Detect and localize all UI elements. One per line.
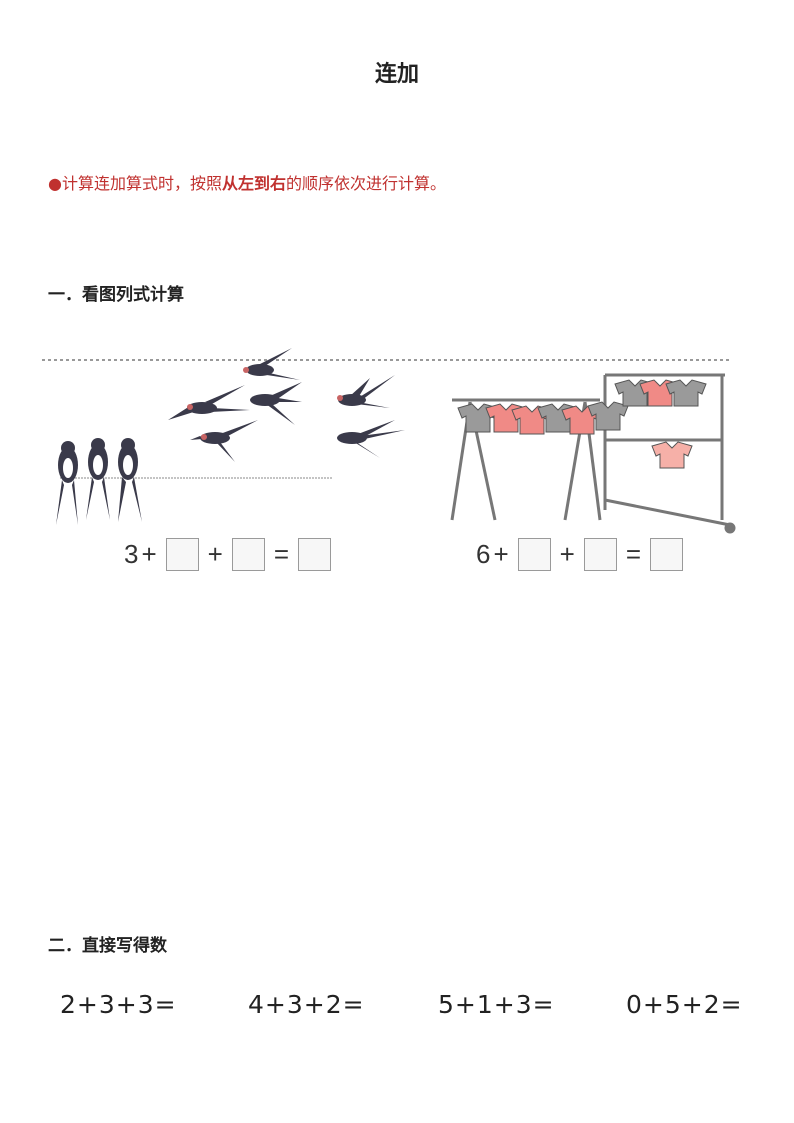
calc-row: 2+3+3= 4+3+2= 5+1+3= 0+5+2=	[0, 990, 794, 1026]
flying-swallow-6	[337, 420, 405, 458]
flying-swallow-5	[337, 375, 395, 408]
shirt-6	[587, 401, 629, 431]
flying-swallow-1	[243, 348, 300, 380]
section1-heading: 一．看图列式计算	[48, 285, 184, 305]
eq2-start: 6	[476, 539, 491, 569]
eq1-answer-box-1[interactable]	[165, 538, 199, 571]
eq2-plus-2: +	[559, 539, 575, 569]
flying-swallow-3	[250, 382, 302, 425]
eq2-answer-box-3[interactable]	[650, 538, 684, 571]
calc-problem-3: 5+1+3=	[438, 990, 555, 1019]
section2-heading: 二．直接写得数	[48, 936, 167, 956]
calc-problem-2: 4+3+2=	[248, 990, 365, 1019]
perched-swallow-1	[56, 441, 78, 525]
flying-swallow-4	[190, 420, 258, 462]
picture-scene	[42, 348, 736, 534]
equation-birds: 3 + + =	[124, 538, 337, 571]
shirt-10	[651, 441, 693, 469]
eq1-equals: =	[273, 539, 290, 569]
eq2-plus-1: +	[493, 539, 509, 569]
flying-swallow-2	[168, 385, 250, 420]
tip-line: ●计算连加算式时，按照从左到右的顺序依次进行计算。	[48, 170, 446, 194]
tip-bullet: ●	[48, 174, 62, 193]
eq1-answer-box-3[interactable]	[298, 538, 332, 571]
eq1-start: 3	[124, 539, 139, 569]
calc-problem-1: 2+3+3=	[60, 990, 177, 1019]
page-title: 连加	[374, 62, 419, 87]
tip-text-before: 计算连加算式时，按照	[61, 174, 222, 193]
equation-clothes: 6 + + =	[476, 538, 689, 571]
eq1-answer-box-2[interactable]	[231, 538, 265, 571]
tip-text-after: 的顺序依次进行计算。	[286, 174, 447, 193]
tip-highlight: 从左到右	[221, 174, 286, 193]
eq2-equals: =	[625, 539, 642, 569]
eq2-answer-box-1[interactable]	[517, 538, 551, 571]
eq1-plus-2: +	[207, 539, 223, 569]
calc-problem-4: 0+5+2=	[626, 990, 743, 1019]
perched-swallow-3	[118, 438, 142, 522]
perched-swallow-2	[86, 438, 110, 520]
shirt-9	[665, 379, 707, 407]
eq1-plus-1: +	[141, 539, 157, 569]
eq2-answer-box-2[interactable]	[583, 538, 617, 571]
